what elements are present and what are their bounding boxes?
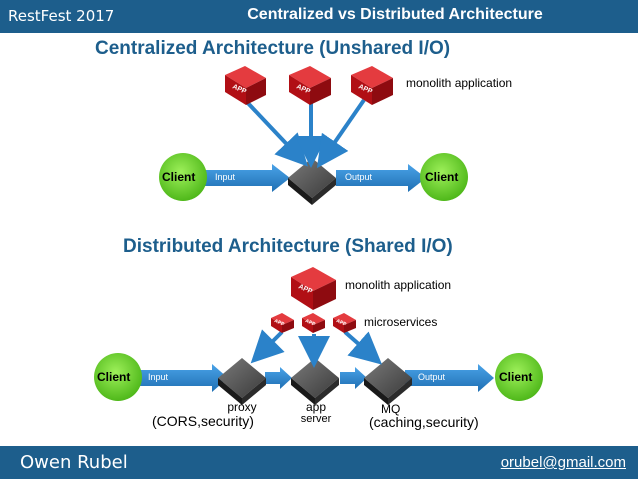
proxy-cube bbox=[218, 358, 266, 405]
link-arrow-2 bbox=[340, 367, 367, 389]
centralized-diagram bbox=[159, 66, 468, 205]
client-right-top bbox=[420, 153, 468, 201]
input-arrow-bottom bbox=[140, 364, 228, 392]
client-label-left-bottom: Client bbox=[97, 370, 131, 384]
footer-bar: Owen Rubel orubel@gmail.com bbox=[0, 446, 638, 479]
microservice-cube-3 bbox=[333, 313, 356, 333]
mq-label: MQ bbox=[381, 402, 401, 416]
mq-sublabel: (caching,security) bbox=[369, 414, 479, 430]
monolith-label-bottom: monolith application bbox=[345, 278, 452, 292]
centralized-heading: Centralized Architecture (Unshared I/O) bbox=[95, 38, 451, 59]
distributed-diagram bbox=[94, 267, 543, 405]
header-bar: RestFest 2017 Centralized vs Distributed… bbox=[0, 0, 638, 33]
distributed-monolith-cube bbox=[291, 267, 336, 310]
app-cube-2 bbox=[289, 66, 331, 105]
central-server-cube bbox=[288, 158, 336, 205]
output-arrow-top bbox=[336, 164, 426, 192]
app-server-label-line1: app bbox=[305, 400, 327, 414]
proxy-label: proxy bbox=[227, 400, 257, 414]
microservices-label: microservices bbox=[364, 315, 438, 329]
output-arrow-bottom bbox=[405, 364, 494, 392]
microservice-cube-1 bbox=[271, 313, 294, 333]
mq-cube bbox=[364, 358, 412, 405]
app-cube-3 bbox=[351, 66, 393, 105]
client-left-bottom bbox=[94, 353, 142, 401]
conference-name: RestFest 2017 bbox=[8, 7, 115, 25]
client-left-top bbox=[159, 153, 207, 201]
client-label-right-top: Client bbox=[425, 170, 459, 184]
input-label-top: Input bbox=[215, 172, 236, 182]
client-right-bottom bbox=[495, 353, 543, 401]
input-arrow-top bbox=[200, 164, 290, 192]
output-label-bottom: Output bbox=[418, 372, 446, 382]
monolith-label-top: monolith application bbox=[406, 76, 513, 90]
app-arrow-left bbox=[243, 98, 308, 167]
client-label-right-bottom: Client bbox=[499, 370, 533, 384]
author-name: Owen Rubel bbox=[20, 452, 128, 473]
client-label-left-top: Client bbox=[162, 170, 196, 184]
app-cube-1 bbox=[225, 66, 266, 105]
output-label-top: Output bbox=[345, 172, 373, 182]
link-arrow-1 bbox=[265, 367, 292, 389]
app-server-label-line2: server bbox=[300, 413, 332, 425]
distributed-heading: Distributed Architecture (Shared I/O) bbox=[123, 236, 453, 257]
microservice-cube-2 bbox=[302, 313, 325, 333]
email-link[interactable]: orubel@gmail.com bbox=[500, 454, 626, 471]
app-server-cube bbox=[291, 358, 339, 405]
input-label-bottom: Input bbox=[148, 372, 169, 382]
micro-arrow-right bbox=[343, 330, 383, 365]
slide-title: Centralized vs Distributed Architecture bbox=[247, 6, 543, 23]
proxy-sublabel: (CORS,security) bbox=[152, 413, 254, 429]
app-arrow-right bbox=[316, 98, 366, 169]
micro-arrow-left bbox=[250, 329, 285, 364]
